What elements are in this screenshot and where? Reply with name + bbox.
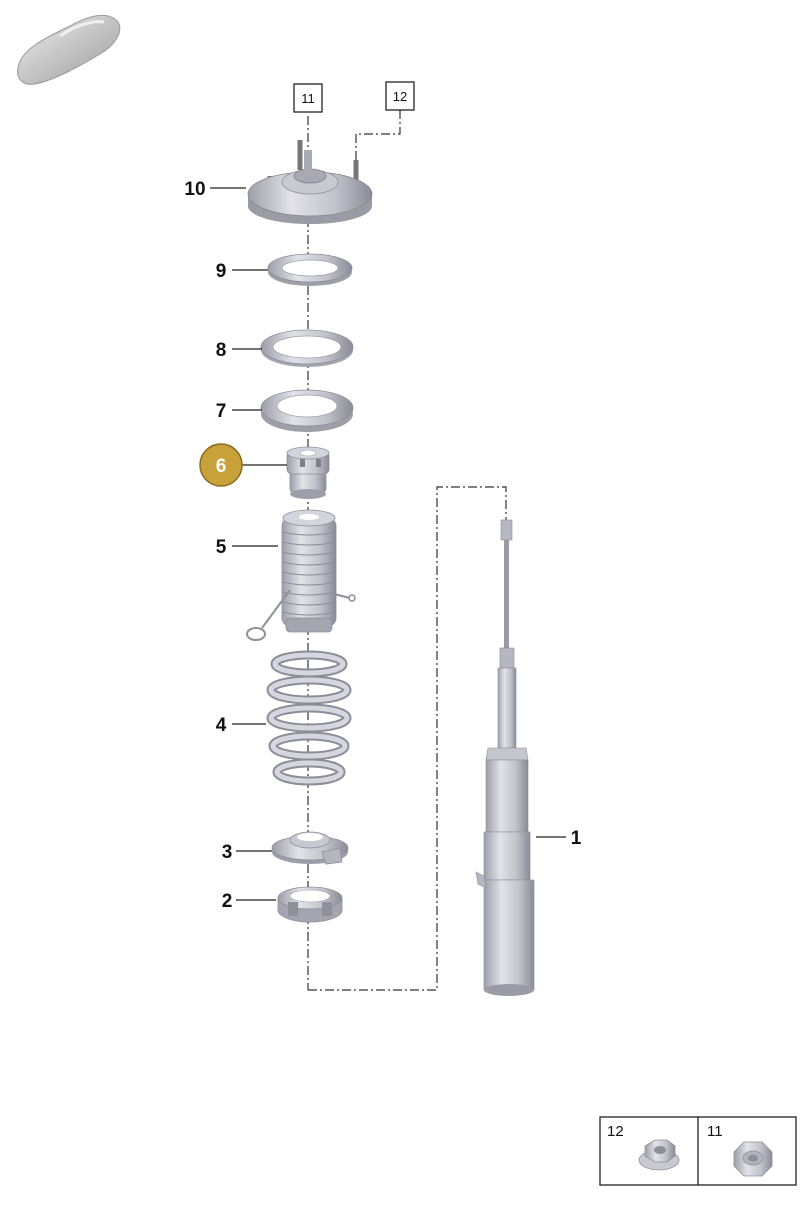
flange-nut-icon: [638, 1139, 680, 1171]
car-thumbnail-icon: [17, 14, 121, 85]
callout-3[interactable]: 3: [222, 842, 233, 863]
ref-box-12[interactable]: 12: [385, 81, 415, 111]
part-8-ring: [260, 329, 354, 367]
hex-nut-icon: [733, 1141, 773, 1177]
part-4-coil-spring: [266, 650, 352, 786]
callout-9-label: 9: [216, 261, 227, 282]
callout-9[interactable]: 9: [216, 261, 227, 282]
callout-6-highlighted[interactable]: 6: [199, 443, 243, 487]
part-10-top-mount: [247, 140, 373, 224]
callout-8-label: 8: [216, 340, 227, 361]
callout-5-label: 5: [216, 537, 227, 558]
part-5-dust-boot: [246, 509, 356, 641]
callout-4-label: 4: [216, 715, 227, 736]
part-9-ring: [267, 253, 353, 286]
legend-item-12[interactable]: 12: [607, 1123, 680, 1171]
callout-2[interactable]: 2: [222, 891, 233, 912]
callout-6-label: 6: [216, 456, 227, 477]
ref-box-11-label: 11: [301, 91, 315, 106]
legend-item-11[interactable]: 11: [707, 1123, 773, 1177]
ref-box-11[interactable]: 11: [293, 83, 323, 113]
ref-box-12-label: 12: [393, 89, 407, 104]
callout-5[interactable]: 5: [216, 537, 227, 558]
callout-7[interactable]: 7: [216, 401, 227, 422]
callout-2-label: 2: [222, 891, 233, 912]
callout-1[interactable]: 1: [571, 828, 582, 849]
callout-4[interactable]: 4: [216, 715, 227, 736]
callout-10[interactable]: 10: [184, 179, 205, 200]
fastener-legend: 12 11: [599, 1116, 797, 1186]
part-7-bearing-ring: [260, 389, 354, 432]
part-3-spring-seat: [271, 831, 349, 865]
part-1-shock-absorber: [475, 519, 535, 996]
part-2-lower-spring-pad: [277, 886, 343, 923]
callout-7-label: 7: [216, 401, 227, 422]
callout-8[interactable]: 8: [216, 340, 227, 361]
legend-item-12-label: 12: [607, 1123, 624, 1140]
legend-item-11-label: 11: [707, 1123, 723, 1140]
callout-10-label: 10: [184, 179, 205, 200]
highlight-badge: [199, 443, 243, 487]
part-6-bump-stop: [286, 446, 330, 499]
callout-leader-lines: [210, 187, 566, 901]
callout-1-label: 1: [571, 828, 582, 849]
callout-3-label: 3: [222, 842, 233, 863]
